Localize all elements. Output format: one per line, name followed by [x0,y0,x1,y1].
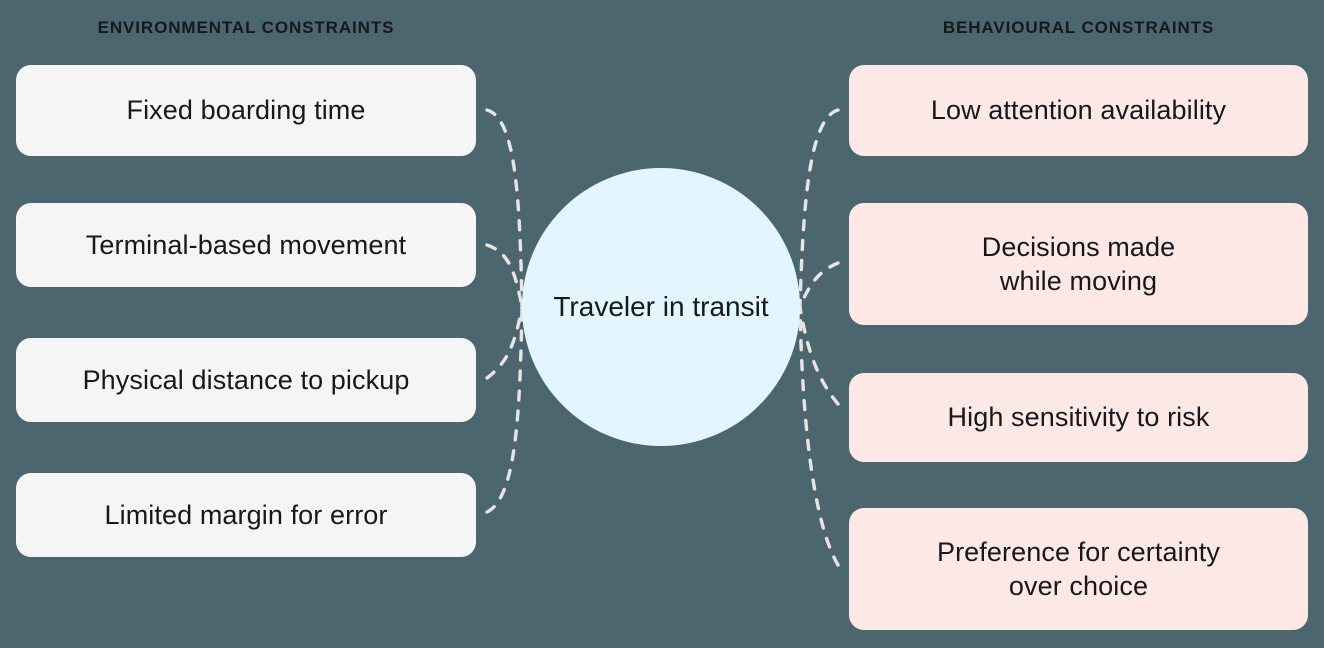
right-card-4[interactable]: Preference for certainty over choice [849,508,1308,630]
right-column-header: BEHAVIOURAL CONSTRAINTS [942,18,1215,37]
right-card-4-label-line1: Preference for certainty [936,536,1221,567]
right-card-2-label-line1: Decisions made [981,231,1176,262]
connector-right-2 [798,261,840,309]
right-card-4-label-line2: over choice [1008,571,1149,601]
hub-label-line2: in transit [662,290,769,322]
connector-right-3 [798,305,840,406]
left-column-header: ENVIRONMENTAL CONSTRAINTS [97,18,395,37]
center-hub-node[interactable]: Traveler in transit [522,168,800,446]
left-card-3[interactable]: Physical distance to pickup [16,338,476,422]
right-card-2-label-line2: while moving [999,266,1158,296]
right-card-2[interactable]: Decisions made while moving [849,203,1308,325]
connector-left-2 [485,243,524,309]
left-card-1[interactable]: Fixed boarding time [16,65,476,156]
connector-right-1 [798,108,840,309]
right-card-3[interactable]: High sensitivity to risk [849,373,1308,462]
left-card-2[interactable]: Terminal-based movement [16,203,476,287]
hub-label-line1: Traveler [553,290,656,322]
right-card-1[interactable]: Low attention availability [849,65,1308,156]
connector-left-1 [485,108,524,309]
connector-left-3 [485,305,524,380]
connector-left-4 [485,305,524,514]
connector-right-4 [798,305,840,567]
right-card-3-label: High sensitivity to risk [947,402,1210,433]
left-card-2-label: Terminal-based movement [85,229,407,260]
left-card-4[interactable]: Limited margin for error [16,473,476,557]
left-card-3-label: Physical distance to pickup [82,364,410,395]
left-card-4-label: Limited margin for error [104,499,388,530]
right-card-1-label: Low attention availability [930,95,1227,126]
left-card-1-label: Fixed boarding time [126,95,366,126]
